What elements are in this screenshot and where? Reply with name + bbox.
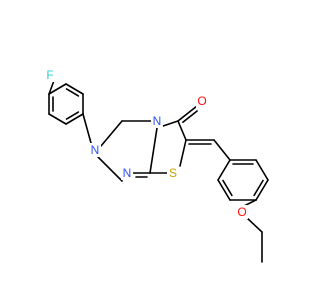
atom-s: S: [167, 166, 179, 180]
bond-2: [65, 113, 84, 125]
bond-15: [149, 127, 158, 174]
bond-26: [217, 159, 231, 181]
bond-5: [48, 83, 67, 95]
bond-18-inner: [182, 110, 198, 124]
atom-label-layer: F N N N O S O: [44, 68, 248, 219]
atom-label-o-ether: O: [237, 205, 246, 219]
bond-18: [177, 105, 198, 122]
atom-n-bridge: N: [151, 114, 163, 128]
bond-8: [100, 120, 123, 147]
atom-label-n-bridge: N: [153, 114, 162, 128]
atom-label-f: F: [46, 68, 53, 82]
atom-label-s: S: [169, 166, 177, 180]
bond-0-inner: [65, 88, 80, 97]
bond-20: [213, 139, 231, 161]
bond-28: [246, 217, 263, 233]
atom-f: F: [44, 68, 56, 82]
bond-3: [48, 113, 67, 125]
bond-0: [65, 83, 84, 95]
bond-2-inner: [65, 111, 80, 120]
atom-o-carbonyl: O: [196, 94, 208, 108]
bond-layer: [48, 77, 269, 263]
atom-label-n-aryl: N: [91, 143, 100, 157]
bond-25-inner: [222, 179, 233, 197]
atom-label-o-carbonyl: O: [197, 94, 206, 108]
bond-22: [255, 159, 269, 181]
bond-25: [217, 179, 231, 201]
bond-23: [255, 179, 269, 201]
bond-7: [82, 113, 92, 144]
atom-o-ether: O: [236, 205, 248, 219]
bond-23-inner: [253, 179, 264, 197]
molecule-canvas: F N N N O S O: [44, 68, 269, 263]
atom-n-aryl: N: [89, 143, 101, 157]
atom-n-imine: N: [121, 166, 133, 180]
bond-16: [177, 120, 187, 141]
bond-17: [179, 139, 187, 167]
atom-label-n-imine: N: [123, 166, 132, 180]
molecule-structure: F N N N O S O: [44, 68, 269, 263]
bond-10: [97, 156, 123, 182]
